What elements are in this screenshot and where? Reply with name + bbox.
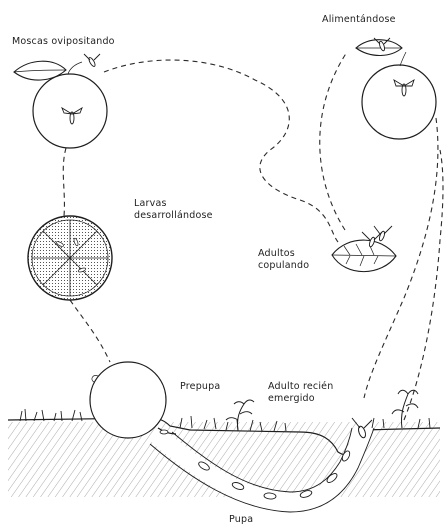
label-larvae: Larvas desarrollándose — [134, 198, 213, 221]
path-larvae-to-prepupa — [70, 300, 110, 362]
path-mating-to-feeding — [320, 52, 347, 230]
soil-section — [8, 390, 440, 512]
label-larvae-line1: Larvas — [134, 198, 213, 210]
label-feeding: Alimentándose — [322, 14, 396, 25]
fruit-stem-icon — [68, 62, 82, 74]
label-prepupa: Prepupa — [180, 381, 220, 392]
label-mating: Adultos copulando — [258, 248, 309, 271]
fruit-oviposition — [14, 54, 107, 148]
label-mating-line2: copulando — [258, 260, 309, 272]
fruit-icon — [362, 65, 436, 139]
fly-icon — [374, 226, 392, 241]
label-oviposition: Moscas ovipositando — [12, 36, 115, 47]
fruit-cross-section — [28, 216, 112, 300]
fruit-stem-icon — [400, 52, 406, 66]
segment-lines — [32, 220, 108, 296]
prepupa-larva-icon — [160, 430, 168, 434]
path-pupa-to-feeding — [404, 150, 443, 420]
label-emerged-line1: Adulto recién — [268, 381, 333, 393]
label-pupa: Pupa — [229, 514, 253, 525]
mating-adults — [332, 226, 396, 272]
label-emerged: Adulto recién emergido — [268, 381, 333, 404]
label-mating-line1: Adultos — [258, 248, 309, 260]
fly-icon — [84, 54, 100, 67]
fruit-feeding — [356, 38, 436, 139]
fruit-icon — [90, 362, 166, 438]
fruit-icon — [33, 74, 107, 148]
path-fruit-to-larvae — [63, 148, 66, 216]
label-emerged-line2: emergido — [268, 393, 333, 405]
label-larvae-line2: desarrollándose — [134, 210, 213, 222]
